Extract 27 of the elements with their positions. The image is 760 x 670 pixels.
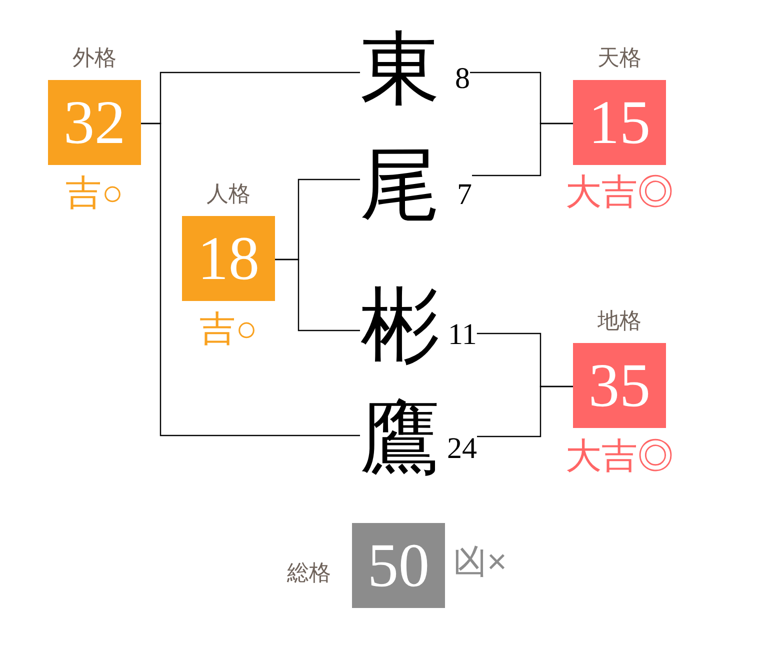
- kanji-character: 尾: [360, 146, 440, 226]
- stroke-count: 8: [455, 64, 470, 94]
- score-box: 32: [48, 80, 141, 165]
- grade-label: 人格: [206, 183, 250, 205]
- fortune-rating: 大吉◎: [566, 174, 674, 210]
- grade-label: 総格: [287, 562, 331, 584]
- kanji-character: 鷹: [360, 400, 440, 480]
- score-box: 18: [182, 216, 275, 301]
- fortune-rating: 吉○: [200, 311, 258, 347]
- stroke-count: 11: [448, 320, 477, 350]
- kanji-character: 東: [360, 30, 440, 110]
- grade-label: 天格: [598, 47, 642, 69]
- connector-line: [472, 122, 573, 176]
- score-box: 50: [352, 523, 445, 608]
- grade-label: 外格: [72, 47, 116, 69]
- stroke-count: 7: [457, 180, 472, 210]
- connector-line: [477, 386, 573, 438]
- fortune-rating: 大吉◎: [566, 438, 674, 474]
- connector-line: [141, 122, 360, 436]
- grade-label: 地格: [598, 310, 642, 332]
- stroke-count: 24: [447, 434, 477, 464]
- fortune-rating: 吉○: [66, 175, 124, 211]
- score-box: 35: [573, 343, 666, 428]
- kanji-character: 彬: [360, 286, 440, 366]
- fortune-rating: 凶×: [453, 545, 507, 579]
- connector-line: [275, 258, 360, 332]
- score-box: 15: [573, 80, 666, 165]
